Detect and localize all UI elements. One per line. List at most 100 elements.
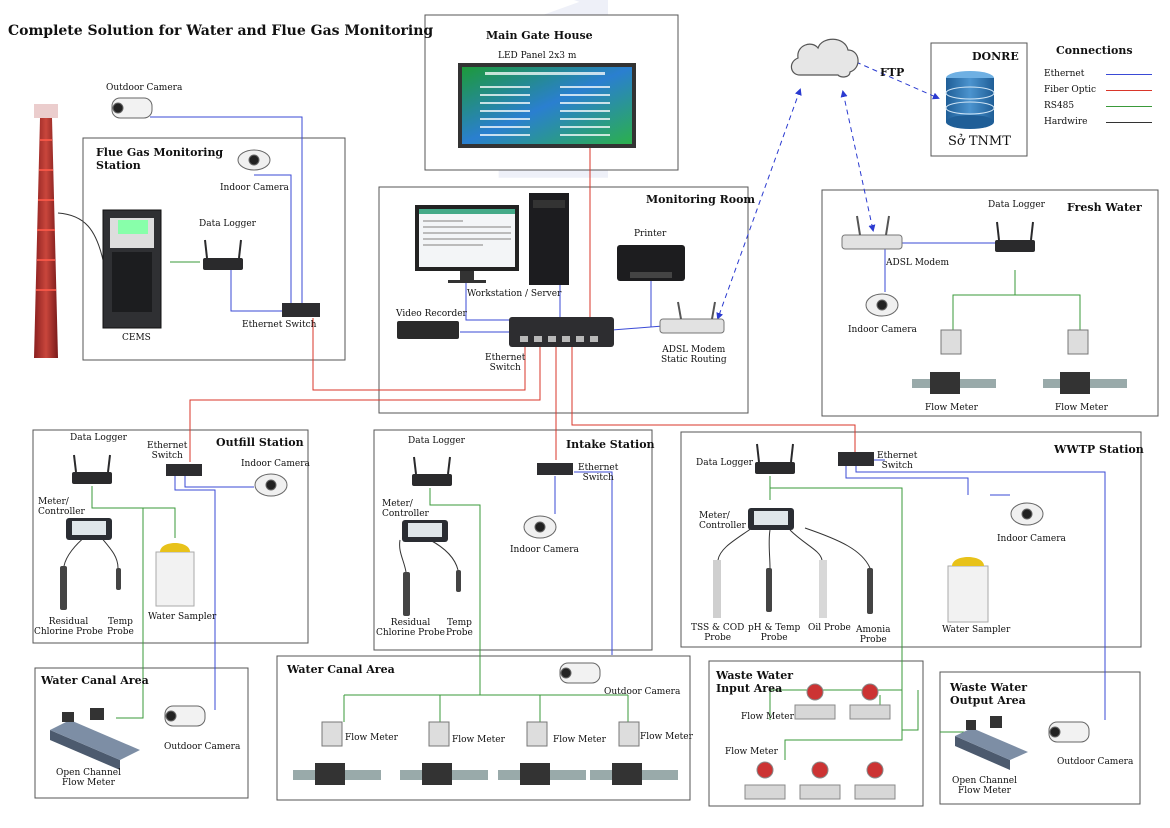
legend-hardwire-label: Hardwire	[1044, 117, 1088, 127]
ww-meter-label: Meter/ Controller	[699, 511, 746, 531]
dome-cameras	[237, 149, 1044, 539]
led-panel-label: LED Panel 2x3 m	[498, 51, 577, 61]
wwo-outdoor-camera-label: Outdoor Camera	[1057, 757, 1134, 767]
ww-data-logger-label: Data Logger	[696, 458, 753, 468]
data-loggers	[72, 240, 1035, 486]
wwo-open-channel-label: Open Channel Flow Meter	[952, 776, 1017, 796]
fw-adsl-label: ADSL Modem	[886, 258, 949, 268]
bullet-cameras	[111, 97, 1090, 743]
fw-flow-meter-1-label: Flow Meter	[925, 403, 978, 413]
wcm-flow-meter-2-label: Flow Meter	[452, 735, 505, 745]
fiber-lines	[189, 148, 856, 462]
of-residual-label: Residual Chlorine Probe	[34, 617, 104, 637]
wcm-outdoor-camera-label: Outdoor Camera	[604, 687, 681, 697]
zone-title-ww-input: Waste Water Input Area	[716, 669, 794, 695]
zone-title-flue-gas: Flue Gas Monitoring Station	[96, 146, 224, 172]
in-residual-label: Residual Chlorine Probe	[376, 618, 446, 638]
ww-amonia-label: Amonia Probe	[856, 625, 891, 645]
flow-meter-fw1	[912, 329, 996, 394]
cems-cabinet	[102, 209, 162, 329]
open-channel-meters	[50, 708, 1028, 770]
workstation-label: Workstation / Server	[467, 289, 562, 299]
printer-label: Printer	[634, 229, 667, 239]
flow-meter-wc1	[293, 721, 381, 785]
cloud	[790, 38, 859, 78]
page-title: Complete Solution for Water and Flue Gas…	[8, 23, 434, 39]
fg-ethernet-switch-label: Ethernet Switch	[242, 320, 317, 330]
switch-ports	[520, 336, 598, 342]
wwi-flow-meter-b-label: Flow Meter	[725, 747, 778, 757]
ww-sampler-label: Water Sampler	[942, 625, 1011, 635]
of-ethernet-switch-label: Ethernet Switch	[147, 441, 188, 461]
zone-title-main-gate: Main Gate House	[486, 29, 593, 42]
modems	[659, 215, 903, 334]
flow-meter-wc2	[400, 721, 488, 785]
fw-flow-meter-2-label: Flow Meter	[1055, 403, 1108, 413]
zone-title-wwtp: WWTP Station	[1054, 443, 1144, 456]
video-recorder-label: Video Recorder	[396, 309, 467, 319]
flow-meter-fw2	[1043, 329, 1127, 394]
zone-title-water-canal-mid: Water Canal Area	[287, 663, 395, 676]
of-meter-label: Meter/ Controller	[38, 497, 85, 517]
water-samplers	[155, 543, 989, 623]
in-indoor-camera-label: Indoor Camera	[510, 545, 579, 555]
legend-ethernet-line	[1106, 74, 1152, 75]
flow-meter-wc3	[498, 721, 586, 785]
zone-title-fresh-water: Fresh Water	[1067, 201, 1142, 214]
antennas	[73, 221, 1034, 475]
wcm-flow-meter-3-label: Flow Meter	[553, 735, 606, 745]
wcl-outdoor-camera-label: Outdoor Camera	[164, 742, 241, 752]
smokestack	[34, 104, 58, 358]
cems-label: CEMS	[122, 333, 151, 343]
legend-fiber-line	[1106, 90, 1152, 91]
in-data-logger-label: Data Logger	[408, 436, 465, 446]
ftp-label: FTP	[880, 66, 905, 79]
legend-rs485-line	[1106, 106, 1152, 107]
ww-tss-label: TSS & COD Probe	[691, 623, 745, 643]
legend-rs485-label: RS485	[1044, 101, 1075, 111]
fw-indoor-camera-label: Indoor Camera	[848, 325, 917, 335]
legend-title: Connections	[1056, 44, 1133, 57]
zone-title-monitoring-room: Monitoring Room	[646, 193, 756, 206]
database	[945, 71, 995, 129]
legend-fiber-label: Fiber Optic	[1044, 85, 1097, 95]
wcm-flow-meter-1-label: Flow Meter	[345, 733, 398, 743]
ww-ethernet-switch-label: Ethernet Switch	[877, 451, 918, 471]
in-ethernet-switch-label: Ethernet Switch	[578, 463, 619, 483]
zone-title-ww-output: Waste Water Output Area	[950, 681, 1028, 707]
workstation	[415, 193, 569, 285]
outdoor-camera-top-label: Outdoor Camera	[106, 83, 183, 93]
rs485-lines	[91, 261, 1081, 760]
fg-data-logger-label: Data Logger	[199, 219, 256, 229]
led-panel	[458, 63, 636, 148]
fw-data-logger-label: Data Logger	[988, 200, 1045, 210]
in-temp-label: Temp Probe	[446, 618, 473, 638]
zone-water-canal-left	[34, 667, 249, 799]
ethernet-lines	[150, 116, 1106, 720]
zone-title-intake: Intake Station	[566, 438, 655, 451]
ww-oil-label: Oil Probe	[808, 623, 851, 633]
ftp-links	[716, 61, 940, 320]
legend-hardwire-line	[1106, 122, 1152, 123]
of-sampler-label: Water Sampler	[148, 612, 217, 622]
ww-indoor-camera-label: Indoor Camera	[997, 534, 1066, 544]
of-data-logger-label: Data Logger	[70, 433, 127, 443]
fg-indoor-camera-label: Indoor Camera	[220, 183, 289, 193]
legend-ethernet-label: Ethernet	[1044, 69, 1085, 79]
flow-meter-wc4	[590, 721, 678, 785]
pipe-flow-meters	[293, 329, 1127, 785]
database-label: Sở TNMT	[948, 134, 1011, 149]
mr-adsl-label: ADSL Modem Static Routing	[661, 345, 727, 365]
video-recorder	[397, 321, 459, 339]
of-temp-label: Temp Probe	[107, 617, 134, 637]
donre-title: DONRE	[972, 50, 1019, 63]
meter-controllers	[66, 508, 794, 542]
of-indoor-camera-label: Indoor Camera	[241, 459, 310, 469]
in-meter-label: Meter/ Controller	[382, 499, 429, 519]
zone-title-outfill: Outfill Station	[216, 436, 304, 449]
wcm-flow-meter-4-label: Flow Meter	[640, 732, 693, 742]
zone-title-water-canal-left: Water Canal Area	[41, 674, 149, 687]
em-flow-meters	[744, 683, 896, 800]
probes	[60, 560, 873, 618]
